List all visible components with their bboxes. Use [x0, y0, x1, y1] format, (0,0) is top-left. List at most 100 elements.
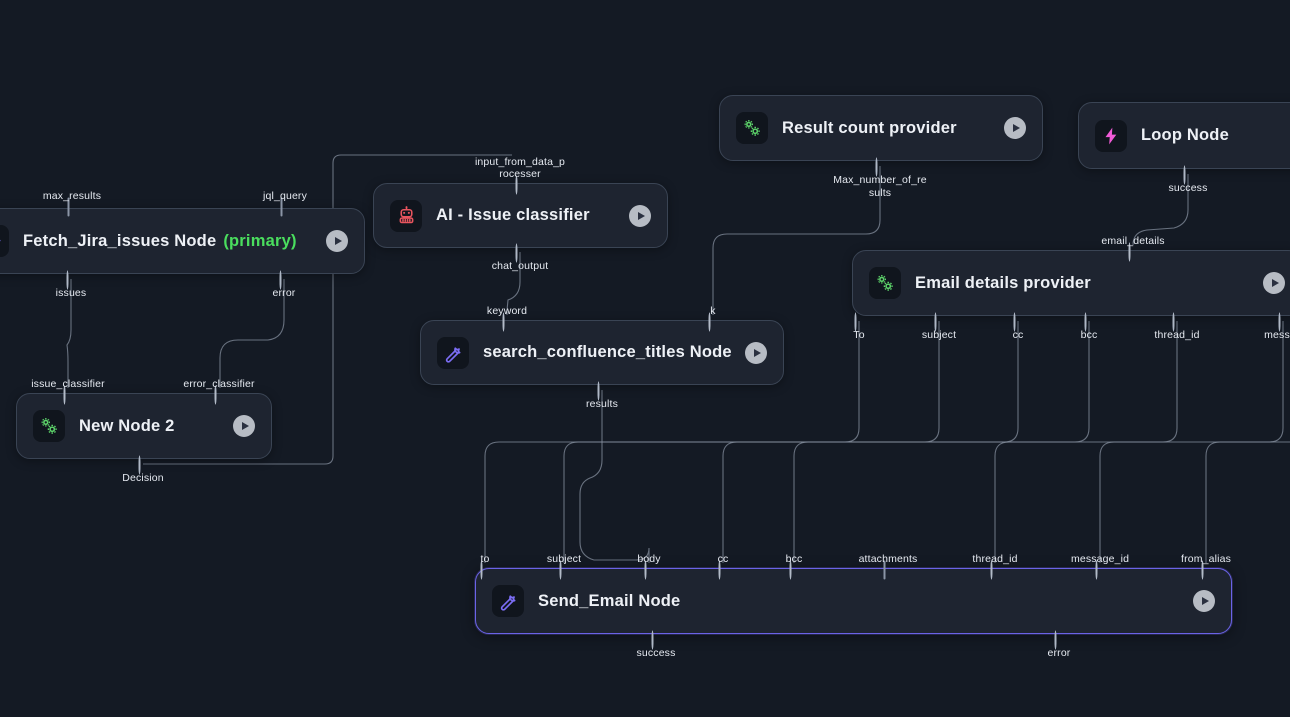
node-title: Fetch_Jira_issues Node(primary) — [23, 231, 297, 250]
play-icon — [1271, 279, 1279, 287]
port-p-results[interactable] — [597, 381, 607, 401]
port-dot-icon — [875, 157, 878, 177]
play-icon — [334, 237, 342, 245]
port-p-attachments[interactable] — [883, 560, 893, 580]
node-title: Email details provider — [915, 273, 1091, 292]
port-p-to[interactable] — [480, 560, 490, 580]
port-dot-icon — [644, 560, 647, 580]
node-primary-badge: (primary) — [223, 231, 297, 250]
node-send-email[interactable]: Send_Email Node — [475, 568, 1232, 634]
port-p-cc[interactable] — [718, 560, 728, 580]
port-dot-icon — [63, 385, 66, 405]
port-p-success-se[interactable] — [651, 630, 661, 650]
port-p-thread-edp[interactable] — [1172, 312, 1182, 332]
port-p-message-id[interactable] — [1095, 560, 1105, 580]
wrench-icon — [492, 585, 524, 617]
node-title: AI - Issue classifier — [436, 206, 590, 224]
play-icon — [1201, 597, 1209, 605]
port-dot-icon — [1201, 560, 1204, 580]
port-p-issue-class[interactable] — [63, 385, 73, 405]
port-p-max-results[interactable] — [67, 197, 77, 217]
run-node-button[interactable] — [1004, 117, 1026, 139]
port-p-decision[interactable] — [138, 455, 148, 475]
port-p-from-alias[interactable] — [1201, 560, 1211, 580]
node-fetch-jira[interactable]: Fetch_Jira_issues Node(primary) — [0, 208, 365, 274]
run-node-button[interactable] — [1193, 590, 1215, 612]
play-icon — [637, 211, 645, 220]
node-result-count-provider[interactable]: Result count provider — [719, 95, 1043, 161]
port-p-chat-output[interactable] — [515, 243, 525, 263]
port-p-keyword[interactable] — [502, 312, 512, 332]
run-node-button[interactable] — [1263, 272, 1285, 294]
robot-icon — [390, 199, 422, 232]
port-p-to-edp[interactable] — [854, 312, 864, 332]
gears-icon — [33, 410, 65, 442]
port-p-error-fj[interactable] — [279, 270, 289, 290]
port-dot-icon — [1278, 312, 1281, 332]
node-loop-node[interactable]: Loop Node — [1078, 102, 1290, 169]
play-icon — [1012, 124, 1020, 132]
port-dot-icon — [990, 560, 993, 580]
port-p-error-se[interactable] — [1054, 630, 1064, 650]
play-icon — [241, 422, 249, 430]
port-dot-icon — [66, 270, 69, 290]
port-dot-icon — [559, 560, 562, 580]
port-dot-icon — [597, 381, 600, 401]
port-p-email-details[interactable] — [1128, 242, 1138, 262]
lightning-icon — [1095, 119, 1127, 152]
port-p-cc-edp[interactable] — [1013, 312, 1023, 332]
port-dot-icon — [480, 560, 483, 580]
port-dot-icon — [1095, 560, 1098, 580]
port-dot-icon — [502, 312, 505, 332]
port-p-success-loop[interactable] — [1183, 165, 1193, 185]
port-dot-icon — [515, 175, 518, 195]
run-node-button[interactable] — [326, 230, 348, 252]
port-p-subject-edp[interactable] — [934, 312, 944, 332]
node-title: Result count provider — [782, 118, 957, 137]
port-dot-icon — [854, 312, 857, 332]
port-dot-icon — [1183, 165, 1186, 185]
port-p-bcc[interactable] — [789, 560, 799, 580]
port-dot-icon — [280, 197, 283, 217]
port-p-body[interactable] — [644, 560, 654, 580]
node-new-node-2[interactable]: New Node 2 — [16, 393, 272, 459]
port-dot-icon — [1054, 630, 1057, 650]
port-dot-icon — [1084, 312, 1087, 332]
node-title: Loop Node — [1141, 126, 1229, 144]
port-p-error-class[interactable] — [214, 385, 224, 405]
node-title: search_confluence_titles Node — [483, 343, 732, 361]
run-node-button[interactable] — [745, 341, 767, 364]
port-dot-icon — [883, 560, 886, 580]
port-p-k[interactable] — [708, 312, 718, 332]
run-node-button[interactable] — [629, 204, 651, 227]
port-p-input-proc[interactable] — [515, 175, 525, 195]
gears-icon — [869, 267, 901, 299]
port-dot-icon — [138, 455, 141, 475]
port-dot-icon — [934, 312, 937, 332]
port-p-jql-query[interactable] — [280, 197, 290, 217]
wrench-icon — [437, 336, 469, 369]
port-p-bcc-edp[interactable] — [1084, 312, 1094, 332]
port-dot-icon — [214, 385, 217, 405]
port-dot-icon — [1128, 242, 1131, 262]
node-search-confluence[interactable]: search_confluence_titles Node — [420, 320, 784, 385]
port-dot-icon — [718, 560, 721, 580]
port-dot-icon — [279, 270, 282, 290]
port-dot-icon — [651, 630, 654, 650]
port-p-thread-id[interactable] — [990, 560, 1000, 580]
port-p-subject[interactable] — [559, 560, 569, 580]
port-p-max-num-res[interactable] — [875, 157, 885, 177]
port-dot-icon — [1172, 312, 1175, 332]
gears-icon — [736, 112, 768, 144]
port-dot-icon — [789, 560, 792, 580]
node-email-details-provider[interactable]: Email details provider — [852, 250, 1290, 316]
wrench-icon — [0, 225, 9, 257]
node-title: New Node 2 — [79, 416, 175, 435]
port-dot-icon — [708, 312, 711, 332]
run-node-button[interactable] — [233, 415, 255, 437]
port-p-issues[interactable] — [66, 270, 76, 290]
node-ai-issue-classifier[interactable]: AI - Issue classifier — [373, 183, 668, 248]
port-p-message-edp[interactable] — [1278, 312, 1288, 332]
